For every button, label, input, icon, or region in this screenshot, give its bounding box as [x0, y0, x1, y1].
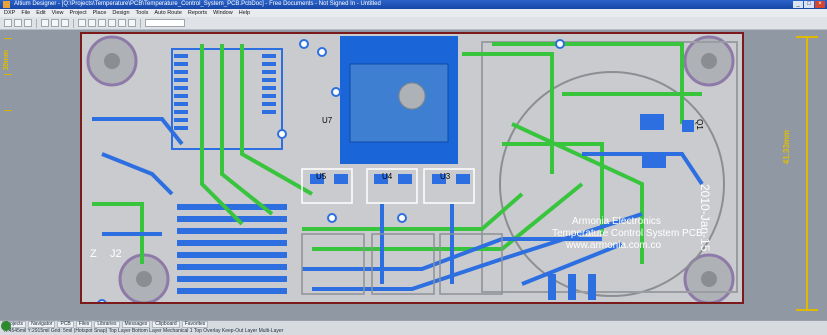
ruler-tick [4, 74, 12, 75]
menu-tools[interactable]: Tools [135, 10, 149, 16]
pcb-board[interactable]: J2 Z U7 U5 U4 U3 Q1 Armonia Electronics … [80, 32, 744, 304]
menu-view[interactable]: View [51, 10, 64, 16]
relay-outline [499, 71, 725, 297]
mounting-hole-center [104, 53, 120, 69]
menu-place[interactable]: Place [92, 10, 107, 16]
close-button[interactable]: × [815, 1, 825, 8]
left-ruler [2, 34, 14, 304]
tab-messages[interactable]: Messages [121, 321, 151, 328]
tab-clipboard[interactable]: Clipboard [152, 321, 180, 328]
designator-label: Z [90, 248, 97, 260]
board-date: 2010-Jan-15 [698, 184, 712, 252]
mounting-hole-center [701, 271, 717, 287]
zoom-in-icon[interactable] [41, 19, 49, 27]
lower-ic-pads [177, 204, 287, 294]
heatsink-hole [398, 82, 426, 110]
board-label-title: Temperature Control System PCB [552, 228, 703, 239]
board-label-web: www.armonia.com.co [566, 240, 662, 251]
mounting-hole-center [136, 271, 152, 287]
maximize-button[interactable]: □ [804, 1, 814, 8]
toolbar-divider [36, 18, 37, 28]
zoom-out-icon[interactable] [51, 19, 59, 27]
window-title: Altium Designer - [Q:\Projects\Temperatu… [14, 1, 381, 7]
pcb-artwork [86, 35, 738, 302]
app-icon [3, 1, 10, 8]
toolbar [0, 17, 827, 30]
designator-label: J2 [110, 248, 122, 260]
vias [97, 39, 565, 302]
designator-label: U5 [316, 172, 327, 181]
smd-pad [640, 114, 664, 130]
ic-pads [174, 54, 276, 130]
menu-reports[interactable]: Reports [187, 10, 208, 16]
pad-icon[interactable] [98, 19, 106, 27]
left-dimension-label: 30mm [3, 50, 10, 71]
status-text: X:4545mil Y:2915mil Grid: 5mil (Hotspot … [4, 328, 284, 334]
right-dimension-label: 41.33mm [782, 130, 791, 165]
ruler-tick [4, 110, 12, 111]
designator-label: Q1 [694, 119, 704, 130]
tab-navigator[interactable]: Navigator [28, 321, 56, 328]
mounting-hole-center [701, 53, 717, 69]
dimension-line [806, 36, 808, 311]
ic-footprint [171, 48, 283, 150]
zoom-field[interactable] [145, 19, 185, 27]
board-label-company: Armonia Electronics [572, 216, 661, 227]
dimension-cap [796, 36, 818, 38]
heatsink-hatch [349, 63, 449, 143]
save-icon[interactable] [24, 19, 32, 27]
toolbar-divider [73, 18, 74, 28]
designator-label: U7 [322, 116, 333, 125]
board-label: Armonia Electronics Temperature Control … [552, 216, 703, 252]
menu-auto-route[interactable]: Auto Route [154, 10, 182, 16]
dimension-cap [796, 309, 818, 311]
start-icon[interactable] [1, 321, 11, 331]
ruler-tick [4, 38, 12, 39]
toolbar-divider [140, 18, 141, 28]
menu-help[interactable]: Help [238, 10, 251, 16]
top-layer-traces [92, 117, 704, 291]
menu-edit[interactable]: Edit [36, 10, 46, 16]
transistor-footprints [301, 168, 475, 204]
tab-pcb[interactable]: PCB [57, 321, 74, 328]
designator-label: U3 [440, 172, 451, 181]
route-icon[interactable] [78, 19, 86, 27]
bottom-layer-traces [92, 42, 702, 264]
tab-favorites[interactable]: Favorites [181, 321, 209, 328]
via-icon[interactable] [88, 19, 96, 27]
menu-project[interactable]: Project [69, 10, 87, 16]
designator-label: U4 [382, 172, 393, 181]
tab-files[interactable]: Files [75, 321, 93, 328]
smd-pad [642, 152, 666, 168]
window-title-bar: Altium Designer - [Q:\Projects\Temperatu… [0, 0, 827, 9]
smd-pad [682, 120, 694, 132]
header-pins [548, 274, 596, 300]
open-icon[interactable] [14, 19, 22, 27]
menu-bar: DXP File Edit View Project Place Design … [0, 9, 827, 17]
polygon-icon[interactable] [118, 19, 126, 27]
terminal-blocks [301, 233, 503, 295]
status-bar: Projects Navigator PCB Files Libraries M… [0, 320, 827, 335]
menu-design[interactable]: Design [112, 10, 130, 16]
component-icon[interactable] [108, 19, 116, 27]
menu-file[interactable]: File [21, 10, 31, 16]
menu-window[interactable]: Window [213, 10, 233, 16]
new-icon[interactable] [4, 19, 12, 27]
window-controls: _ □ × [793, 1, 825, 8]
menu-dxp[interactable]: DXP [4, 10, 16, 16]
zoom-fit-icon[interactable] [61, 19, 69, 27]
tab-libraries[interactable]: Libraries [94, 321, 120, 328]
string-icon[interactable] [128, 19, 136, 27]
panel-tabs: Projects Navigator PCB Files Libraries M… [0, 321, 827, 328]
minimize-button[interactable]: _ [793, 1, 803, 8]
